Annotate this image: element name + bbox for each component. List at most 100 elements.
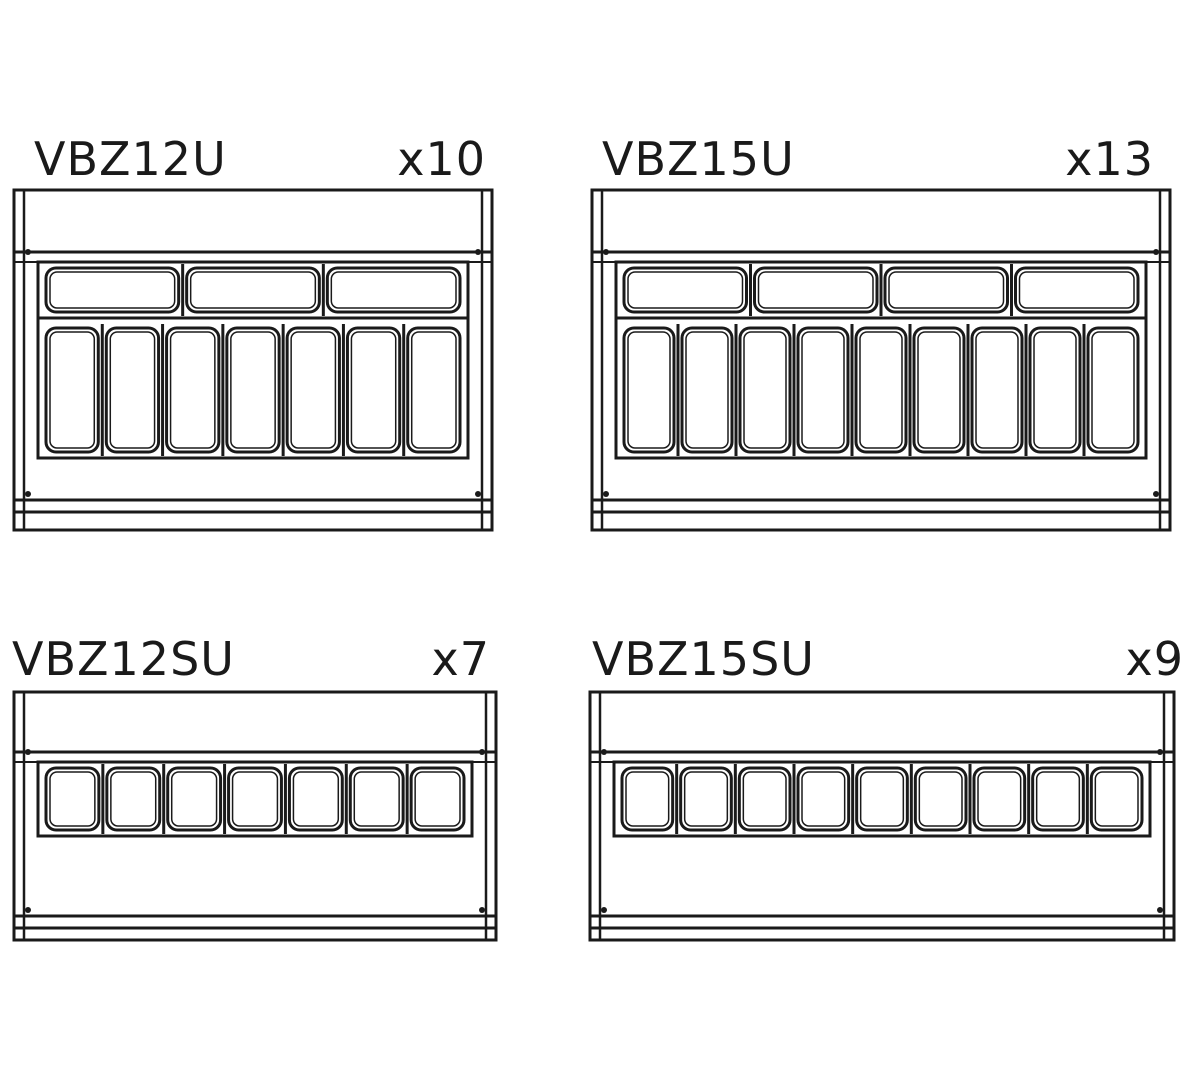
pan-count-label: x13 (1065, 132, 1154, 186)
bottom-row-pan-inner (801, 771, 846, 827)
frame-stud (601, 907, 607, 913)
insert-frame (614, 260, 1148, 460)
frame-stud (601, 749, 607, 755)
bottom-row-pan (680, 326, 734, 454)
right-post (484, 690, 498, 942)
bottom-row-pan (913, 766, 968, 832)
bottom-row-pan (972, 766, 1027, 832)
bottom-row-pan-inner (918, 771, 963, 827)
top-row-pan (185, 266, 321, 314)
frame-stud (475, 249, 481, 255)
top-row-pan-inner (757, 271, 874, 309)
top-row-pan-inner (1018, 271, 1135, 309)
bottom-row-pan (622, 326, 676, 454)
bottom-row-pan (1031, 766, 1085, 832)
bottom-row-pan-inner (353, 771, 400, 827)
bottom-row-pan (409, 766, 466, 832)
drawer-diagram-vbz12u (12, 188, 494, 532)
bottom-row-pan-inner (801, 331, 845, 449)
bottom-row-pan (1089, 766, 1144, 832)
bottom-row-pan-inner (742, 771, 787, 827)
frame-stud (25, 749, 31, 755)
bottom-row-pan-inner (110, 771, 157, 827)
pan-count-label: x10 (397, 132, 486, 186)
bottom-row-pan (796, 326, 850, 454)
panel-vbz15u: VBZ15U x13 (590, 132, 1172, 532)
frame-stud (1157, 749, 1163, 755)
bottom-row-pan-inner (170, 771, 218, 827)
bottom-row-pan-inner (49, 771, 96, 827)
top-row-pan-inner (330, 271, 457, 309)
bottom-row-pan-inner (169, 331, 216, 449)
bottom-row-pan-inner (917, 331, 961, 449)
panel-vbz12su: VBZ12SU x7 (12, 632, 498, 942)
top-row-pan (44, 266, 181, 314)
frame-stud (25, 249, 31, 255)
bottom-row-pan-inner (625, 771, 670, 827)
insert-frame (36, 760, 474, 838)
bottom-row-pan (1086, 326, 1140, 454)
bottom-row-pan (44, 326, 100, 454)
top-row-pan (622, 266, 748, 314)
bottom-row-pan (406, 326, 462, 454)
bottom-row-pan-inner (1094, 771, 1139, 827)
bottom-row-pan (345, 326, 402, 454)
bottom-row-pan-inner (414, 771, 461, 827)
bottom-row-pan (104, 326, 161, 454)
left-post (12, 188, 26, 532)
frame-stud (1153, 491, 1159, 497)
bottom-row-pan (105, 766, 162, 832)
bottom-row-pan-inner (1035, 771, 1081, 827)
left-post (12, 690, 26, 942)
frame-stud (25, 907, 31, 913)
bottom-row-pan-inner (290, 331, 337, 449)
frame-stud (479, 907, 485, 913)
top-row-pan (883, 266, 1009, 314)
bottom-row-pan (796, 766, 851, 832)
drawer-diagram-vbz12su (12, 690, 498, 942)
top-row-pan (753, 266, 879, 314)
bottom-row-pan-inner (230, 331, 276, 449)
bottom-row-pan-inner (685, 331, 729, 449)
bottom-row-pan-inner (859, 331, 903, 449)
bottom-row-pan (166, 766, 223, 832)
left-post (588, 690, 602, 942)
bottom-row-pan (970, 326, 1024, 454)
model-label: VBZ15U (602, 132, 795, 186)
bottom-row-pan (679, 766, 733, 832)
bottom-row-pan (1028, 326, 1082, 454)
model-label: VBZ12SU (12, 632, 235, 686)
insert-frame (612, 760, 1152, 838)
bottom-row-pan (227, 766, 283, 832)
bottom-row-pan-inner (49, 331, 96, 449)
bottom-row-pan-inner (292, 771, 340, 827)
insert-frame (36, 260, 470, 460)
right-post (1158, 188, 1172, 532)
bottom-row-pan (44, 766, 101, 832)
bottom-row-pan (854, 326, 908, 454)
left-post (590, 188, 604, 532)
bottom-row-pan-inner (683, 771, 729, 827)
bottom-row-pan (287, 766, 344, 832)
drawer-diagram-vbz15u (590, 188, 1172, 532)
bottom-row-pan-inner (350, 331, 397, 449)
bottom-row-pan (737, 766, 792, 832)
bottom-row-pan-inner (231, 771, 279, 827)
top-row-pan-inner (627, 271, 744, 309)
top-row-pan-inner (888, 271, 1005, 309)
bottom-row-pan-inner (977, 771, 1022, 827)
bottom-row-pan-inner (1091, 331, 1135, 449)
frame-stud (1153, 249, 1159, 255)
top-row-pan-inner (189, 271, 317, 309)
frame-stud (475, 491, 481, 497)
bottom-row-pan (285, 326, 341, 454)
bottom-row-pan-inner (743, 331, 787, 449)
bottom-row-pan (738, 326, 792, 454)
bottom-row-pan (348, 766, 405, 832)
frame-stud (1157, 907, 1163, 913)
bottom-row-pan-inner (1033, 331, 1077, 449)
bottom-row-pan (912, 326, 966, 454)
right-post (480, 188, 494, 532)
